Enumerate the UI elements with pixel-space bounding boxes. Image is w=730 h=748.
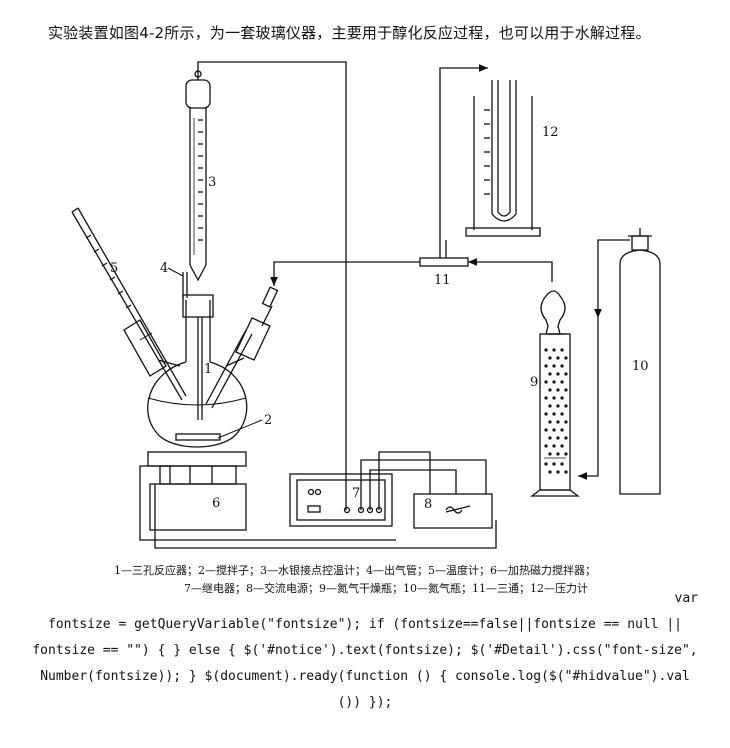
- label-9: 9: [530, 375, 538, 390]
- magnetic-stirrer-heater: [147, 451, 247, 531]
- label-1: 1: [204, 362, 212, 377]
- label-6: 6: [212, 496, 220, 511]
- code-line: var: [674, 591, 698, 606]
- ac-power-supply: [413, 493, 493, 529]
- apparatus-diagram: 1 2 3 4 5 6 7 8 9 10 11 12: [71, 61, 661, 549]
- label-12: 12: [542, 125, 559, 140]
- pressure-gauge: [465, 80, 541, 237]
- code-line: fontsize = getQueryVariable("fontsize");…: [48, 617, 682, 632]
- label-8: 8: [424, 497, 432, 512]
- gas-outlet-tube: [167, 267, 188, 298]
- code-line: Number(fontsize)); } $(document).ready(f…: [40, 669, 690, 684]
- label-4: 4: [160, 261, 168, 276]
- code-line: ()) });: [337, 695, 393, 710]
- label-2: 2: [264, 413, 272, 428]
- caption-line-1: 1—三孔反应器；2—搅拌子；3—水银接点控温计；4—出气管；5—温度计；6—加热…: [114, 564, 596, 577]
- caption-line-2: 7—继电器；8—交流电源；9—氮气干燥瓶；10—氮气瓶；11—三通；12—压力计: [184, 582, 588, 595]
- label-11: 11: [434, 273, 451, 288]
- nitrogen-drying-bottle: [530, 290, 580, 497]
- tee-joint: [419, 240, 469, 267]
- nitrogen-cylinder: [619, 228, 661, 495]
- script-source-text: var fontsize = getQueryVariable("fontsiz…: [8, 586, 722, 716]
- label-7: 7: [352, 486, 360, 501]
- relay: [289, 473, 393, 527]
- drying-beads: [544, 348, 568, 474]
- label-3: 3: [208, 175, 216, 190]
- code-line: fontsize == "") { } else { $('#notice').…: [32, 643, 698, 658]
- right-neck-tube: [205, 286, 279, 409]
- intro-text: 实验装置如图4-2所示，为一套玻璃仪器，主要用于醇化反应过程，也可以用于水解过程…: [48, 24, 651, 42]
- contact-thermometer: [185, 68, 211, 282]
- label-5: 5: [110, 261, 118, 276]
- label-10: 10: [632, 359, 649, 374]
- stir-bar: [175, 419, 263, 441]
- thermometer: [71, 207, 187, 401]
